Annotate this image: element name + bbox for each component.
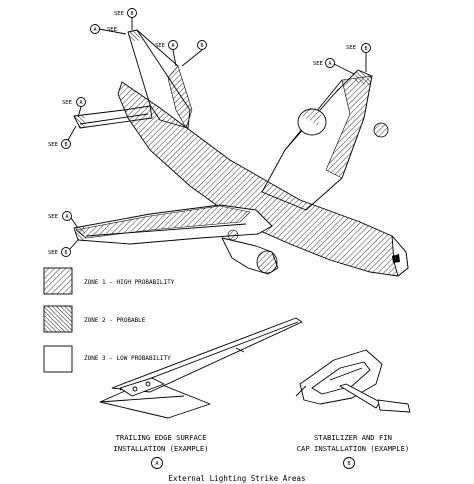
- callout-right-wing: SEE A SEE B: [313, 43, 371, 75]
- callout-ref-text: A: [93, 27, 96, 33]
- right-engine-inlet-zone: [373, 122, 389, 138]
- left-stabilizer-zone2: [74, 115, 86, 128]
- callout-ref-text: B: [200, 43, 203, 49]
- callout-ref-text: A: [79, 100, 82, 106]
- detail-a-ref-circle: [151, 457, 163, 469]
- figure-title: External Lighting Strike Areas: [168, 474, 305, 483]
- fin-zone2: [128, 30, 141, 42]
- callout-b-fin-top: SEE B: [114, 8, 137, 30]
- legend: ZONE 1 - HIGH PROBABILITY ZONE 2 - PROBA…: [43, 267, 175, 373]
- airplane-drawing: [73, 29, 409, 277]
- detail-a-caption-line2: INSTALLATION (EXAMPLE): [113, 444, 208, 453]
- callout-ref-text: A: [65, 214, 68, 220]
- callout-see-text: SEE: [346, 45, 356, 51]
- cockpit-window: [392, 254, 400, 263]
- callout-left-stabilizer: SEE A SEE B: [48, 97, 86, 149]
- fuselage: [117, 81, 409, 277]
- callout-a-fin-left: SEE A: [90, 24, 127, 35]
- callout-ref-text: B: [364, 46, 367, 52]
- legend-label-zone1: ZONE 1 - HIGH PROBABILITY: [84, 279, 175, 286]
- left-engine-inlet-zone: [256, 250, 278, 274]
- callout-see-text: SEE: [107, 27, 117, 33]
- callout-ref-text: A: [328, 61, 331, 67]
- left-wing-tip-zone2: [74, 226, 86, 240]
- callout-ref-text: B: [64, 142, 67, 148]
- legend-swatch-zone1: [43, 267, 73, 295]
- legend-swatch-zone3: [43, 345, 73, 373]
- detail-b-drawing: [295, 349, 411, 413]
- callout-left-wing: SEE A SEE B: [48, 211, 79, 257]
- fin-rudder-zone: [167, 65, 193, 129]
- callout-see-text: SEE: [62, 100, 72, 106]
- callout-see-text: SEE: [48, 250, 58, 256]
- right-wing-trailing-zone: [325, 75, 373, 179]
- callout-ref-text: B: [130, 11, 133, 17]
- callout-see-text: SEE: [114, 11, 124, 17]
- legend-label-zone3: ZONE 3 - LOW PROBABILITY: [84, 355, 171, 362]
- callout-see-text: SEE: [48, 142, 58, 148]
- detail-a-caption-line1: TRAILING EDGE SURFACE: [116, 433, 207, 442]
- callout-ref-text: A: [171, 43, 174, 49]
- callout-see-text: SEE: [155, 43, 165, 49]
- detail-a-drawing: [99, 317, 303, 419]
- right-engine-zone: [300, 107, 322, 126]
- detail-b-caption-line1: STABILIZER AND FIN: [314, 433, 392, 442]
- left-wing-inboard-zone: [227, 229, 239, 241]
- detail-b-caption-line2: CAP INSTALLATION (EXAMPLE): [297, 444, 410, 453]
- callout-see-rudder: SEE A B: [155, 40, 207, 67]
- legend-swatch-zone2: [43, 305, 73, 333]
- detail-a-ref-text: A: [155, 461, 158, 467]
- callout-ref-text: B: [64, 250, 67, 256]
- detail-b-ref-circle: [343, 457, 355, 469]
- callout-see-text: SEE: [48, 214, 58, 220]
- legend-label-zone2: ZONE 2 - PROBABLE: [84, 317, 146, 324]
- left-wing-leading-zone: [75, 205, 251, 239]
- detail-b-ref-text: B: [347, 461, 350, 467]
- callout-see-text: SEE: [313, 61, 323, 67]
